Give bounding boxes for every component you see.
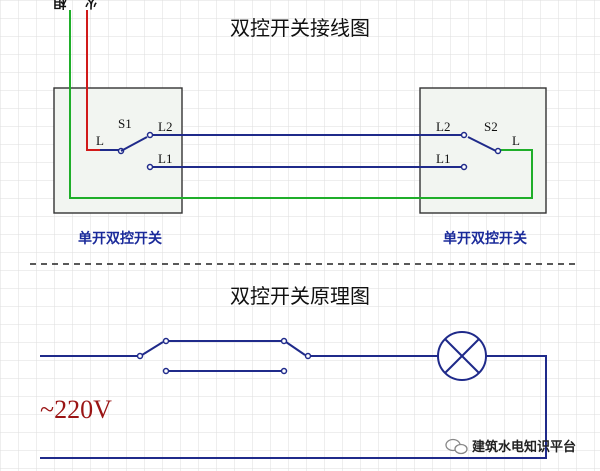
wiring-diagram: 双控开关接线图 相线 火线 S1 L L2 L1 <box>53 0 547 247</box>
neutral-wire-label: 火线 <box>85 0 101 10</box>
watermark-text: 建筑水电知识平台 <box>472 439 576 455</box>
right-switch-common-label: L <box>512 133 520 148</box>
right-switch-l2-label: L2 <box>436 119 450 134</box>
right-switch-caption: 单开双控开关 <box>443 230 527 247</box>
right-switch-name: S2 <box>484 119 498 134</box>
left-switch-l1-label: L1 <box>158 151 172 166</box>
lamp-icon <box>437 331 487 381</box>
left-switch-name: S1 <box>118 116 132 131</box>
schematic-diagram: 双控开关原理图 ~220V <box>40 284 547 459</box>
left-switch-l2-label: L2 <box>158 119 172 134</box>
left-switch-common-label: L <box>96 133 104 148</box>
right-switch-s2: S2 L L2 L1 <box>436 119 520 171</box>
phase-wire <box>69 10 533 199</box>
right-switch-l1-label: L1 <box>436 151 450 166</box>
left-switch-caption: 单开双控开关 <box>78 230 162 247</box>
schematic-diagram-title: 双控开关原理图 <box>230 284 370 308</box>
voltage-label: ~220V <box>40 395 112 424</box>
left-switch-s1: S1 L L2 L1 <box>96 116 172 171</box>
chat-bubble-icon <box>445 438 468 455</box>
phase-wire-label: 相线 <box>54 0 70 11</box>
watermark: 建筑水电知识平台 <box>445 438 576 455</box>
wiring-diagram-title: 双控开关接线图 <box>230 16 370 40</box>
